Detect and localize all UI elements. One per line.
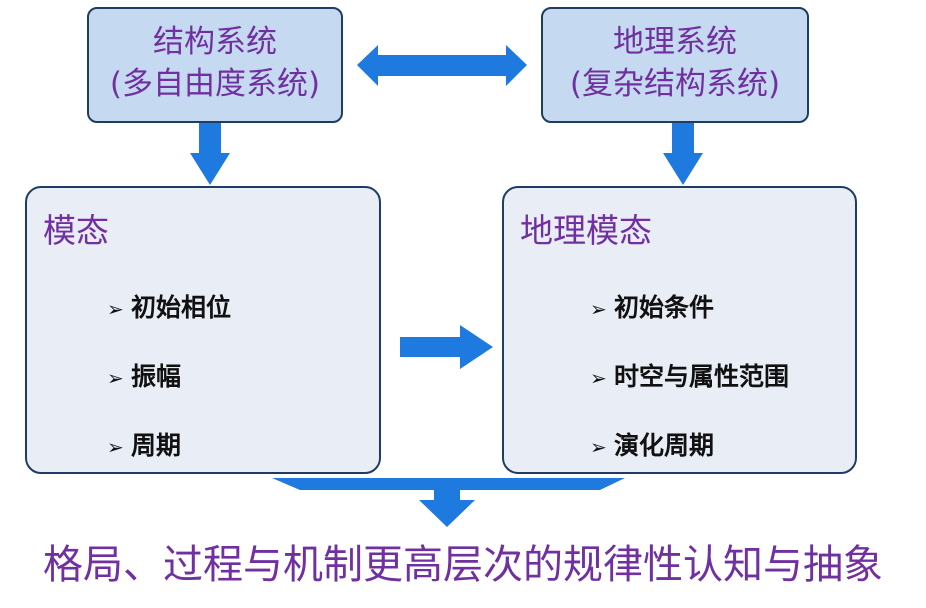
arrow-bullet-icon: ➢ [107, 435, 124, 459]
down-arrow-left-icon [190, 122, 230, 185]
mode-title: 模态 [43, 211, 109, 250]
list-item-label: 演化周期 [614, 431, 715, 460]
merge-arrow-icon [272, 478, 625, 527]
arrow-bullet-icon: ➢ [590, 297, 607, 321]
arrow-bullet-icon: ➢ [107, 366, 124, 390]
list-item: ➢ 时空与属性范围 [590, 357, 789, 393]
arrow-bullet-icon: ➢ [590, 366, 607, 390]
list-item: ➢ 初始条件 [590, 288, 714, 324]
structural-system-box: 结构系统 (多自由度系统) [87, 7, 343, 123]
structural-system-subtitle: (多自由度系统) [109, 66, 321, 102]
geographic-system-box: 地理系统 (复杂结构系统) [541, 7, 809, 123]
geographic-mode-box: 地理模态 ➢ 初始条件 ➢ 时空与属性范围 ➢ 演化周期 [502, 186, 857, 474]
list-item-label: 振幅 [131, 362, 182, 391]
list-item: ➢ 振幅 [107, 357, 181, 393]
list-item-label: 时空与属性范围 [614, 362, 790, 391]
list-item-label: 初始相位 [131, 293, 232, 322]
arrow-bullet-icon: ➢ [590, 435, 607, 459]
structural-system-title: 结构系统 [153, 24, 277, 60]
double-arrow-icon [357, 45, 527, 86]
mode-box: 模态 ➢ 初始相位 ➢ 振幅 ➢ 周期 [25, 186, 381, 474]
list-item: ➢ 周期 [107, 426, 181, 462]
geographic-system-subtitle: (复杂结构系统) [569, 66, 781, 102]
list-item-label: 初始条件 [614, 293, 715, 322]
geographic-mode-title: 地理模态 [520, 211, 652, 250]
right-arrow-icon [400, 325, 493, 369]
list-item: ➢ 演化周期 [590, 426, 714, 462]
down-arrow-right-icon [663, 122, 703, 185]
geographic-system-title: 地理系统 [613, 24, 737, 60]
arrow-bullet-icon: ➢ [107, 297, 124, 321]
list-item-label: 周期 [131, 431, 182, 460]
conclusion-text: 格局、过程与机制更高层次的规律性认知与抽象 [43, 542, 883, 588]
list-item: ➢ 初始相位 [107, 288, 231, 324]
